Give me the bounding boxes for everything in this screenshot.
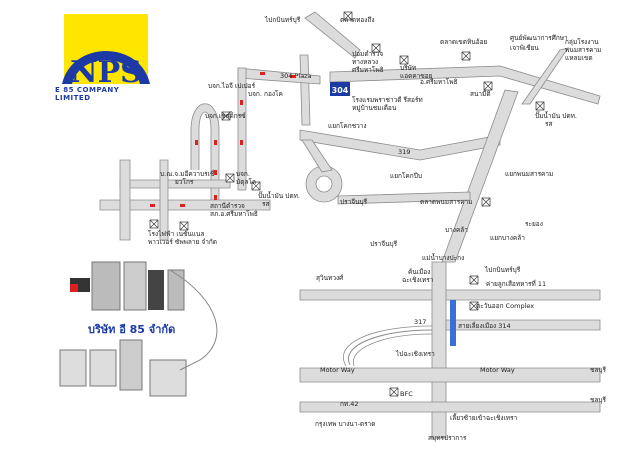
map-label: Motor Way <box>480 366 515 374</box>
map-label: แยกบางคล้า <box>490 234 525 242</box>
map-label: ชลบุรี <box>590 396 607 404</box>
map-label: บ.ณ.จ.มอีควาบรเชี่ <box>160 169 215 178</box>
river <box>450 300 456 346</box>
map-label: Motor Way <box>320 366 355 374</box>
map-label: แยกโคกชวาง <box>328 122 367 130</box>
company-logo: NPS <box>62 12 150 100</box>
map-label: พนมสารคาม <box>565 46 601 54</box>
map-label: กรุงเทพ บางนา-ตราด <box>315 420 375 428</box>
road-bangkla-horizontal <box>299 289 601 301</box>
map-label: สายเลี่ยงเมือง 314 <box>458 321 511 330</box>
road-main-diagonal <box>441 89 519 263</box>
map-label: บจก.เชสด์ิกรซ์ <box>205 110 246 120</box>
map-label: ไปกบินทร์บุรี <box>264 16 301 24</box>
map-label: ค่ายลูกเสือทหารที่ 11 <box>486 279 546 288</box>
map-label: สถานีตำรวจ <box>210 202 245 210</box>
map-label: บจก. กองโค <box>248 90 283 98</box>
map-label: ตลาดทองถึง <box>340 16 375 24</box>
road-42 <box>299 401 601 413</box>
map-label: ระยอง <box>525 220 543 228</box>
route-badge-text: 304 <box>332 86 349 95</box>
map-label: บจก. <box>236 170 250 178</box>
map-label: 304 Plaza <box>280 72 312 80</box>
map-label: ค้นเมือง <box>408 268 430 276</box>
map-label: ไปฉะเชิงเทรา <box>395 350 435 358</box>
map-label: โรงแรมพราชาวดี รีสอร์ท <box>352 96 423 104</box>
road-vertical-304 <box>299 54 311 126</box>
map-label: อ.ศรีมหาโพธิ <box>420 78 458 86</box>
map-label: ปอมตำรวจ <box>352 50 383 58</box>
road-bypass-314 <box>445 319 601 331</box>
map-label: สภ.อ.ศรีมหาโพธิ <box>210 210 258 218</box>
map-label: BFC <box>400 390 413 398</box>
pipe-line <box>169 269 218 371</box>
map-label: ศูนย์พัฒนาการศึกษา <box>510 34 568 42</box>
company-thai-name: บริษัท อี 85 จำกัด <box>88 323 176 336</box>
road-left-vertical-2 <box>119 159 131 241</box>
map-label: ทางหลวง <box>352 58 378 66</box>
map-label: เลี้ยวซ้ายเข้าฉะเชิงเทรา <box>450 413 518 422</box>
building-markers <box>149 11 545 397</box>
factory-illustration <box>70 261 185 311</box>
road-left-loop <box>191 103 219 205</box>
map-label: ชลบุรี <box>590 366 607 374</box>
map-label: โรงไฟฟ้า เนชั่นแนล <box>148 229 204 238</box>
map-label: มัตุลโล <box>236 178 256 186</box>
map-label: ปั๊มน้ำมัน ปตท. <box>535 111 577 120</box>
map-label: ตะวันออก Complex <box>476 302 534 310</box>
map-label: บริษัท <box>400 64 416 72</box>
map-label: หมู่บ้านชมเดือน <box>352 104 397 112</box>
map-label: ปราจีนบุรี <box>370 240 398 248</box>
map-label: ปราจีนบุรี <box>340 198 368 206</box>
map-label: ปั๊มน้ำมัน ปตท. <box>258 191 300 200</box>
motorway <box>299 367 601 383</box>
map-label: บางคล้า <box>445 226 468 234</box>
road-roundabout-link <box>301 139 333 173</box>
road-left-vertical-3 <box>159 159 169 241</box>
map-label: กท.42 <box>340 400 359 408</box>
map-label: กลุ่มโรงงาน <box>565 38 599 46</box>
road-left-vertical-1 <box>237 67 247 191</box>
map-label: แม่น้ำบางปะกง <box>422 253 464 262</box>
tanks-illustration <box>59 339 187 397</box>
map-label: รส <box>545 120 552 128</box>
road-304-north <box>304 11 361 59</box>
loop-road <box>347 329 433 366</box>
map-label: 319 <box>398 148 410 156</box>
route-badge-304: 304 <box>330 82 350 96</box>
map-label: แหลมเขต <box>565 54 593 62</box>
map-label: สนามีติ <box>470 90 491 98</box>
map-label: แอดคาซอย <box>400 72 433 80</box>
map-label: แยกพนมสารคาม <box>505 170 553 178</box>
map-label: 317 <box>414 318 426 326</box>
map-label: ฉะเชิงเทรา <box>402 276 434 284</box>
road-319 <box>299 129 501 161</box>
logo-mark-text: NPS <box>70 55 142 90</box>
map-label: ศรีมหาโพธิ <box>352 66 384 74</box>
map-label: เจาพิเชียน <box>510 44 539 52</box>
road-to-prachinburi-1 <box>337 191 471 205</box>
map-label: ไปกบินทร์บุรี <box>484 266 521 274</box>
map-label: ยวโกร <box>175 178 194 186</box>
road-right-spur <box>521 47 569 105</box>
map-label: ตลาดพนมสารคาม <box>420 198 472 206</box>
logo-tagline: E 85 COMPANY LIMITED <box>55 86 120 102</box>
map-label: สุวินทวงศ์ <box>316 274 344 282</box>
route-arrows <box>150 72 295 207</box>
map-label: แยกโคกปีบ <box>390 172 422 180</box>
map-label: บจก.ไอจี เปเปอร์ <box>208 82 256 90</box>
map-label: สมุทรปราการ <box>428 434 467 442</box>
map-label: รส <box>262 200 269 208</box>
logo-emblem: NPS <box>62 14 150 90</box>
map-labels: ไปกบินทร์บุรี ตลาดทองถึงศูนย์พัฒนาการศึกษ… <box>148 16 607 442</box>
map-label: ตลาดเขตหินอ้อย <box>440 38 487 46</box>
map-label: พาวเวอร์ ซัพพลาย จำกัด <box>148 238 217 246</box>
